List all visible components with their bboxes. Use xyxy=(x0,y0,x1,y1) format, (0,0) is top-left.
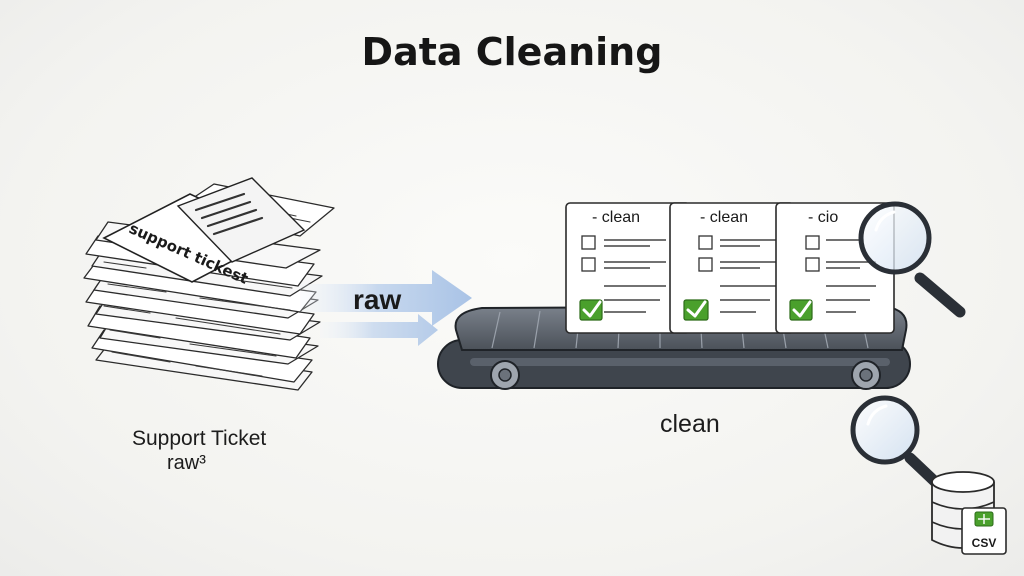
flow-arrow xyxy=(300,270,472,346)
card-header: - cio xyxy=(808,209,838,226)
arrow-label: raw xyxy=(353,284,402,315)
check-icon xyxy=(579,299,603,321)
csv-label: CSV xyxy=(972,536,997,550)
checkbox-icon xyxy=(698,257,713,272)
clean-card: - clean xyxy=(565,202,691,334)
stack-label: Support Ticket xyxy=(132,427,267,450)
card-header: - clean xyxy=(592,209,640,226)
checkbox-icon xyxy=(805,257,820,272)
page-title: Data Cleaning xyxy=(361,30,663,74)
check-icon xyxy=(789,299,813,321)
stack-sub-label: raw³ xyxy=(167,452,206,474)
clean-card: - clean xyxy=(669,202,795,334)
checkbox-icon xyxy=(805,235,820,250)
checkbox-icon xyxy=(581,257,596,272)
checkbox-icon xyxy=(698,235,713,250)
card-header: - clean xyxy=(700,209,748,226)
magnifier-icon xyxy=(858,201,966,318)
csv-file-icon: CSV xyxy=(961,507,1007,555)
conveyor-roller-left xyxy=(490,360,520,390)
check-icon xyxy=(683,299,709,321)
conveyor-label: clean xyxy=(660,410,720,438)
conveyor-roller-right xyxy=(851,360,881,390)
ticket-paper-stack: support tickest xyxy=(83,177,335,391)
checkbox-icon xyxy=(581,235,596,250)
spreadsheet-icon xyxy=(974,511,994,527)
